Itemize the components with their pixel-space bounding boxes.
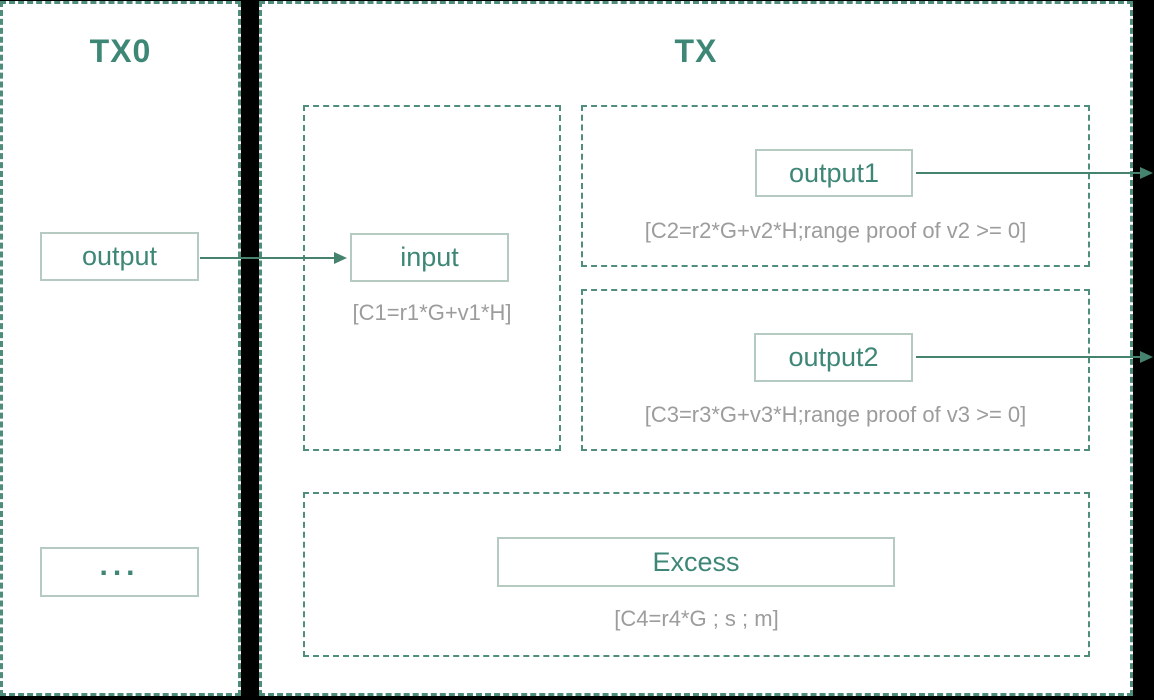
tx-panel-title: TX <box>674 33 718 69</box>
tx0-panel-title: TX0 <box>89 33 152 69</box>
excess-commitment: [C4=r4*G ; s ; m] <box>614 606 779 631</box>
arrow-output-to-input <box>200 252 347 264</box>
output2-label: output2 <box>788 342 879 372</box>
excess-box: Excess <box>497 537 895 587</box>
input-box: input <box>350 233 509 282</box>
tx0-more-label: ... <box>99 549 140 582</box>
arrow-output1-out <box>916 167 1153 179</box>
output1-box: output1 <box>755 149 913 197</box>
output1-commitment: [C2=r2*G+v2*H;range proof of v2 >= 0] <box>644 218 1027 243</box>
input-label: input <box>400 242 459 272</box>
output2-commitment: [C3=r3*G+v3*H;range proof of v3 >= 0] <box>644 402 1027 427</box>
output2-box: output2 <box>754 333 913 382</box>
arrow-output2-out <box>916 351 1153 363</box>
arrow-head-icon <box>334 252 347 264</box>
tx0-more-box: ... <box>40 547 199 597</box>
output1-label: output1 <box>788 157 880 188</box>
tx0-output-label: output <box>81 241 158 271</box>
arrow-head-icon <box>1140 167 1153 179</box>
input-commitment: [C1=r1*G+v1*H] <box>352 300 512 325</box>
excess-label: Excess <box>652 546 740 577</box>
arrow-head-icon <box>1140 351 1153 363</box>
tx0-output-box: output <box>40 232 199 281</box>
